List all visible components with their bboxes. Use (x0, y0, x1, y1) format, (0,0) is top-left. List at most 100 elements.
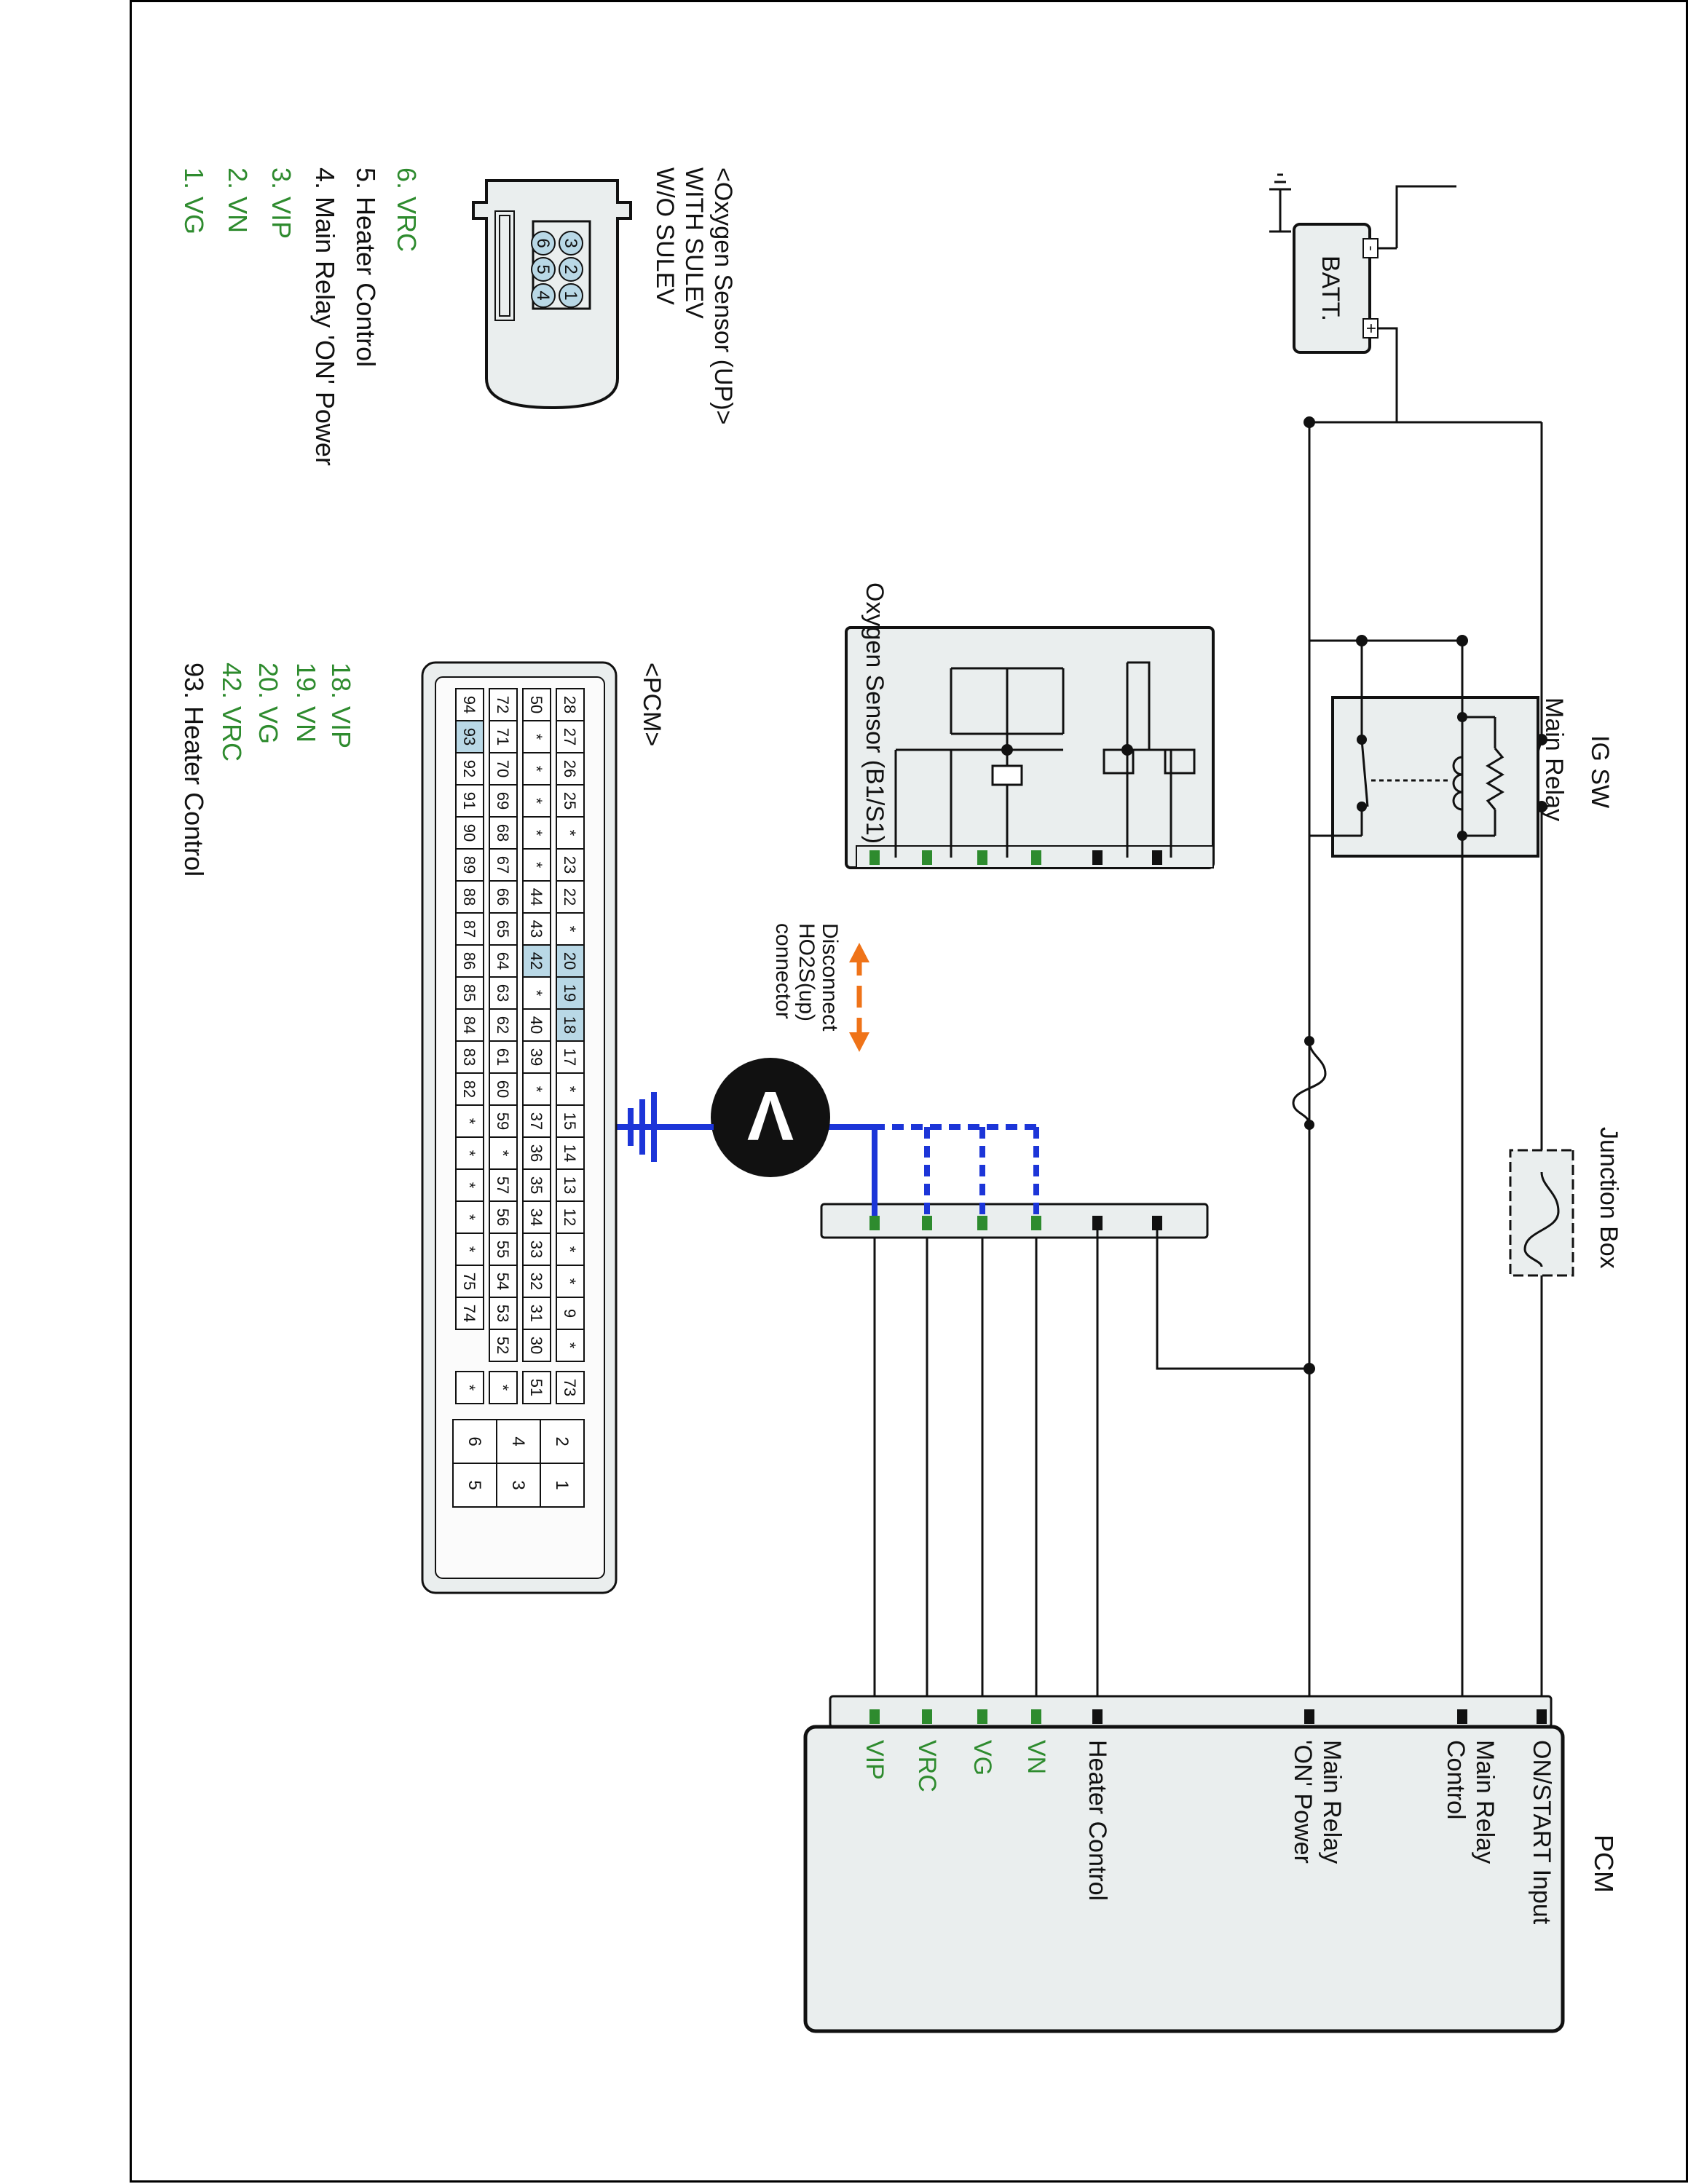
pcm-pin-number: 43 (527, 920, 545, 938)
pcm-pin-number: * (460, 1385, 478, 1391)
pcm-pin-number: 42 (527, 952, 545, 970)
pcm-pin-number: * (460, 1246, 478, 1253)
main-relay-label: Main Relay (1540, 697, 1568, 821)
power-wiring (1308, 185, 1543, 1721)
page-frame (130, 0, 1688, 2183)
pcm-pin-number: * (460, 1182, 478, 1189)
pcm-pin-number: 26 (561, 760, 579, 778)
pcm-pin-number: * (460, 1150, 478, 1157)
pcm-pin-number: 14 (561, 1144, 579, 1162)
pcm-pin-label-relay-on: Main Relay (1318, 1740, 1346, 1864)
pcm-pin-number: 63 (494, 984, 512, 1002)
pcm-pin-number: 82 (460, 1080, 478, 1098)
o2-legend-title: <Oxygen Sensor (UP)> (709, 167, 737, 424)
pcm-pin-number: * (527, 862, 545, 869)
pcm-legend-item-93: 93. Heater Control (179, 662, 209, 877)
o2-cavity (559, 257, 583, 282)
pcm-power-pin-number: 4 (508, 1436, 528, 1446)
pcm-pin-label-heater: Heater Control (1084, 1740, 1111, 1901)
voltmeter: V (711, 1058, 830, 1177)
pcm-pin-number: 55 (494, 1241, 512, 1258)
pcm-pin-cell (455, 1297, 484, 1330)
battery-label: BATT. (1317, 256, 1344, 321)
pcm-pin-cell (455, 1371, 484, 1404)
o2-cavity-number: 3 (561, 238, 580, 248)
pcm-pin-number: 18 (561, 1016, 579, 1034)
junction-dot-relay-a (1356, 635, 1368, 646)
o2-legend-subtitle2: W/O SULEV (651, 167, 679, 305)
pcm-pin-number: * (561, 1342, 579, 1349)
o2-legend-item-5: 5. Heater Control (351, 167, 381, 367)
harness-wires (873, 1230, 1309, 1718)
o2-cavity-number: 2 (561, 264, 580, 274)
pcm-pin-number: * (527, 990, 545, 997)
pcm-pin-number: * (527, 734, 545, 740)
pcm-block: PCM (803, 1695, 1619, 2033)
pcm-pin-number: 85 (460, 984, 478, 1002)
pcm-pin-number: 62 (494, 1016, 512, 1034)
pcm-pin-number: * (527, 766, 545, 772)
pcm-pin-number: 44 (527, 888, 545, 906)
pcm-pin-cell (489, 1371, 518, 1404)
pcm-pin-number: 35 (527, 1176, 545, 1194)
pcm-pin-cell (556, 1371, 585, 1404)
pcm-pin-number: * (561, 1086, 579, 1093)
pcm-legend-item-19: 19. VN (291, 662, 321, 743)
pcm-pin-number: 57 (494, 1176, 512, 1194)
disconnect-note-line1: Disconnect (818, 923, 842, 1032)
relay-wiring (1309, 639, 1464, 1718)
pcm-pin-number: * (460, 1214, 478, 1221)
pcm-pin-number: 33 (527, 1241, 545, 1258)
pcm-pin-number: 91 (460, 792, 478, 810)
pcm-pin-number: 40 (527, 1016, 545, 1034)
pcm-legend-item-42: 42. VRC (217, 662, 247, 761)
pcm-pin-number: 9 (561, 1309, 579, 1318)
oxygen-sensor: Oxygen Sensor (B1/S1) (845, 582, 1215, 869)
pcm-pin-number: 74 (460, 1305, 478, 1322)
disconnect-arrow (849, 943, 869, 1052)
o2-cavity (531, 231, 556, 256)
pcm-pin-number: * (561, 830, 579, 836)
pcm-power-pin-number: 3 (508, 1480, 528, 1489)
o2-cavity-number: 5 (533, 264, 553, 274)
pcm-pin-number: 34 (527, 1208, 545, 1226)
pcm-pin-number: 27 (561, 728, 579, 745)
o2-legend-item-2: 2. VN (223, 167, 253, 233)
disconnect-note-line3: connector (771, 923, 795, 1019)
pcm-pin-number: 90 (460, 824, 478, 842)
pcm-pin-label-relay-on-2: 'ON' Power (1289, 1740, 1317, 1864)
pcm-pin-label-on-start: ON/START Input (1528, 1740, 1555, 1925)
pcm-pin-number: 67 (494, 856, 512, 874)
disconnect-note-line2: HO2S(up) (794, 923, 819, 1021)
oxygen-sensor-label: Oxygen Sensor (B1/S1) (861, 582, 888, 844)
pcm-pin-number: 89 (460, 856, 478, 874)
pcm-pin-number: 39 (527, 1048, 545, 1066)
harness-connector (820, 1203, 1209, 1239)
o2-cavity (531, 257, 556, 282)
pcm-power-pin-number: 2 (552, 1436, 572, 1446)
pcm-power-pin-number: 5 (465, 1480, 484, 1489)
pcm-pin-number: 12 (561, 1208, 579, 1226)
pcm-pin-number: * (494, 1385, 512, 1391)
pcm-pin-number: * (527, 830, 545, 836)
junction-dot-fuse-a (1304, 1036, 1314, 1046)
o2-legend-item-3: 3. VIP (267, 167, 296, 239)
pcm-pin-number: * (494, 1150, 512, 1157)
pcm-pin-number: 61 (494, 1048, 512, 1066)
pcm-pin-label-vg: VG (969, 1740, 996, 1776)
pcm-pin-number: * (527, 798, 545, 804)
pcm-power-pin-cell (540, 1463, 585, 1508)
pcm-pin-label-relay-control-2: Control (1442, 1740, 1470, 1820)
pcm-pin-number: * (460, 1118, 478, 1125)
pcm-pin-number: 59 (494, 1112, 512, 1130)
voltmeter-symbol: V (747, 1077, 794, 1155)
pcm-pin-number: 72 (494, 696, 512, 713)
pcm-pin-number: 64 (494, 952, 512, 970)
pcm-pin-number: 71 (494, 728, 512, 745)
pcm-pin-number: 87 (460, 920, 478, 938)
pcm-pin-number: 54 (494, 1273, 512, 1290)
pcm-pin-number: 30 (527, 1337, 545, 1354)
o2-cavity-number: 4 (533, 290, 553, 300)
pcm-pin-number: * (527, 1086, 545, 1093)
pcm-legend-item-18: 18. VIP (326, 662, 356, 748)
